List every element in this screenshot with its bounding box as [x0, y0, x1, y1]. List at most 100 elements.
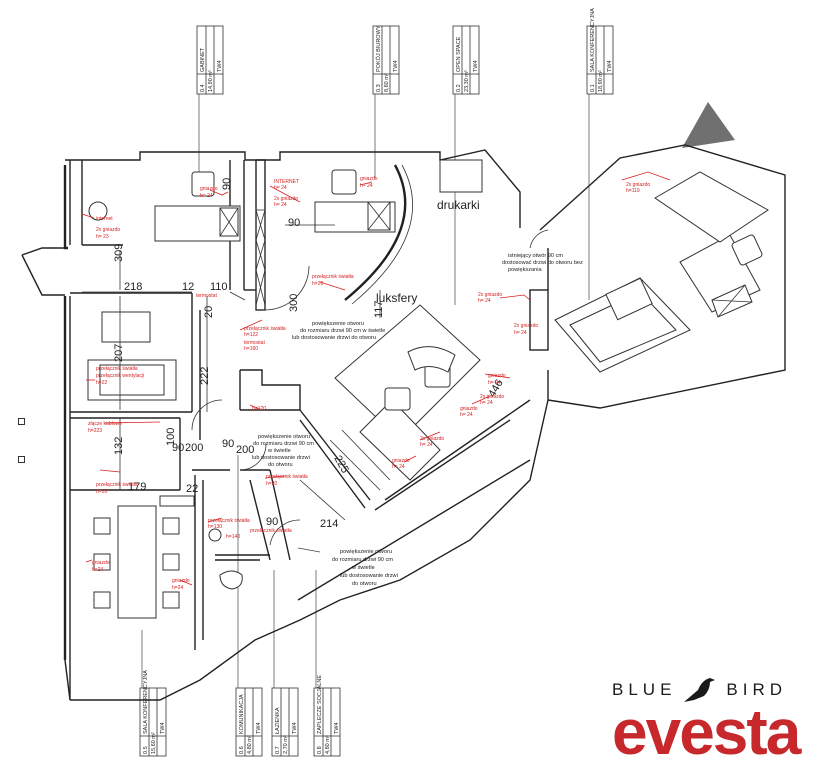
room-tag-top-4: [586, 25, 614, 300]
svg-text:TW4: TW4: [292, 722, 298, 734]
svg-text:h=130: h=130: [208, 524, 222, 530]
svg-text:2x gniazdo: 2x gniazdo: [96, 227, 120, 233]
svg-text:ZAPLECZE SOCJALNE: ZAPLECZE SOCJALNE: [317, 675, 323, 734]
svg-text:179: 179: [128, 481, 146, 493]
svg-text:h=24: h=24: [172, 585, 183, 591]
svg-text:powiększenie otworu: powiększenie otworu: [312, 321, 364, 327]
svg-text:termostat: termostat: [244, 340, 265, 346]
svg-text:2x gniazdo: 2x gniazdo: [478, 292, 502, 298]
svg-text:90: 90: [222, 438, 234, 450]
svg-text:90: 90: [172, 442, 184, 454]
svg-text:h=22: h=22: [96, 380, 107, 386]
svg-text:POKÓJ BIUROWY: POKÓJ BIUROWY: [375, 25, 382, 72]
svg-text:h= 24: h= 24: [488, 380, 501, 386]
svg-text:132: 132: [113, 437, 125, 455]
svg-text:do otworu: do otworu: [352, 581, 377, 587]
svg-text:powiększenie otworu: powiększenie otworu: [340, 549, 392, 555]
svg-text:przełącznik światła: przełącznik światła: [266, 474, 308, 480]
svg-text:gniazdo: gniazdo: [172, 578, 190, 584]
interior-walls: [70, 160, 531, 650]
svg-text:90: 90: [266, 516, 278, 528]
furniture: [87, 159, 769, 619]
luksfery-wall: [529, 289, 549, 351]
svg-text:OPEN SPACE: OPEN SPACE: [456, 36, 462, 72]
svg-text:do otworu: do otworu: [268, 462, 293, 468]
svg-text:złącze kablowe: złącze kablowe: [88, 421, 122, 427]
svg-text:300: 300: [288, 294, 300, 312]
room-tag-bottom-3: [271, 570, 299, 757]
svg-text:h=20: h=20: [96, 489, 107, 495]
svg-text:214: 214: [320, 518, 338, 530]
svg-text:h= 24: h= 24: [274, 202, 287, 208]
svg-text:w świetle: w świetle: [267, 448, 291, 454]
svg-text:przełącznik wentylacji: przełącznik wentylacji: [96, 373, 144, 379]
svg-text:h= 23: h= 23: [96, 234, 109, 240]
svg-text:INTERNET: INTERNET: [274, 179, 299, 185]
svg-text:0.5: 0.5: [143, 746, 149, 754]
svg-text:h=223: h=223: [88, 428, 102, 434]
svg-text:8,60 m²: 8,60 m²: [384, 73, 390, 92]
brand-evesta: evesta: [612, 696, 801, 768]
svg-text:TW4: TW4: [217, 60, 223, 72]
svg-text:TW4: TW4: [473, 60, 479, 72]
red-annotations: INTERNET h= 24 2x gniazdo h= 24 gniazdo …: [88, 176, 650, 591]
svg-text:4,80 m²: 4,80 m²: [247, 735, 253, 754]
svg-text:powiększania: powiększania: [508, 267, 542, 273]
svg-text:0.6: 0.6: [239, 746, 245, 754]
svg-text:218: 218: [124, 281, 142, 293]
svg-text:2,70 m²: 2,70 m²: [283, 735, 289, 754]
door-swings: [191, 229, 549, 546]
svg-text:gniazdo: gniazdo: [200, 186, 218, 192]
svg-text:gniazdo: gniazdo: [360, 176, 378, 182]
svg-text:207: 207: [113, 344, 125, 362]
brand-blue-text: BLUE: [612, 680, 677, 699]
svg-text:do rozmiaru drzwi 90 cm w świe: do rozmiaru drzwi 90 cm w świetle: [300, 328, 385, 334]
svg-text:TW4: TW4: [256, 722, 262, 734]
svg-text:przełącznik światła: przełącznik światła: [96, 482, 138, 488]
svg-text:przełącznik światła: przełącznik światła: [244, 326, 286, 332]
svg-text:0.7: 0.7: [275, 746, 281, 754]
svg-text:internet: internet: [96, 216, 113, 222]
bird-icon: [684, 678, 716, 702]
svg-text:TW4: TW4: [160, 722, 166, 734]
svg-text:przełącznik światła: przełącznik światła: [250, 528, 292, 534]
svg-text:222: 222: [199, 367, 211, 385]
svg-text:h=160: h=160: [244, 346, 258, 352]
luksfery-curve: [344, 164, 407, 301]
svg-text:powiększenie otworu: powiększenie otworu: [258, 434, 310, 440]
room-tag-bottom-2: [235, 455, 263, 757]
svg-text:TW4: TW4: [607, 60, 613, 72]
svg-text:90: 90: [221, 178, 233, 190]
svg-text:h= 24: h= 24: [360, 183, 373, 189]
svg-text:90: 90: [288, 217, 300, 229]
dimension-lines: [82, 224, 381, 521]
red-leaders: [81, 171, 671, 586]
svg-text:h=119: h=119: [626, 188, 640, 194]
svg-text:gniazdo: gniazdo: [92, 560, 110, 566]
svg-text:0.8: 0.8: [317, 746, 323, 754]
svg-text:TW4: TW4: [334, 722, 340, 734]
svg-text:gniazdo: gniazdo: [488, 373, 506, 379]
north-arrow-icon: [682, 102, 735, 148]
svg-text:w świetle: w świetle: [351, 565, 375, 571]
room-tag-top-1: [196, 25, 224, 172]
svg-text:15,60 m²: 15,60 m²: [151, 732, 157, 754]
svg-text:h= 24: h= 24: [478, 298, 491, 304]
svg-text:istniejący otwór 90 cm: istniejący otwór 90 cm: [508, 253, 563, 259]
svg-text:lub dostosowanie drzwi do otwo: lub dostosowanie drzwi do otworu: [292, 335, 376, 341]
marker-square: [18, 456, 25, 463]
svg-text:h= 24: h= 24: [514, 330, 527, 336]
svg-text:przełącznik światła: przełącznik światła: [96, 366, 138, 372]
svg-text:lub dostosowanie drzwi: lub dostosowanie drzwi: [340, 573, 398, 579]
svg-text:18,90 m²: 18,90 m²: [598, 70, 604, 92]
notes: powiększenie otworu do rozmiaru drzwi 90…: [252, 253, 583, 587]
svg-text:h= 24: h= 24: [392, 464, 405, 470]
svg-text:do rozmiaru drzwi 90 cm: do rozmiaru drzwi 90 cm: [253, 441, 314, 447]
svg-text:2x gniazdo: 2x gniazdo: [480, 394, 504, 400]
label-luksfery: luksfery: [376, 291, 417, 305]
svg-text:TW4: TW4: [393, 60, 399, 72]
svg-text:12: 12: [182, 281, 194, 293]
svg-text:h= 24: h= 24: [480, 400, 493, 406]
svg-text:200: 200: [185, 442, 203, 454]
